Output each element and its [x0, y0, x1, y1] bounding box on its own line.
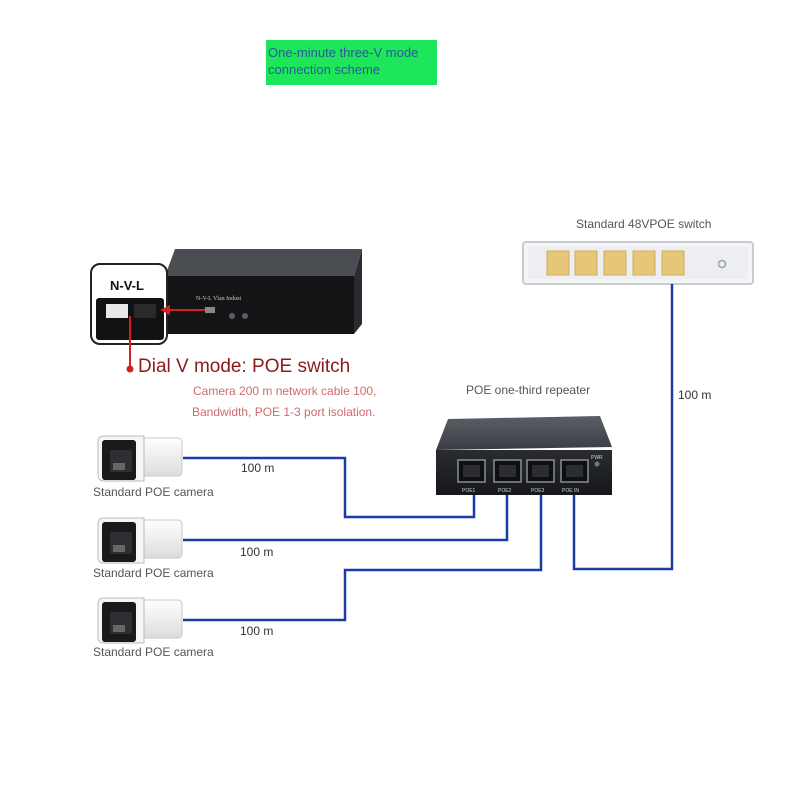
camera-3	[97, 597, 183, 644]
device-led-icon	[229, 313, 235, 319]
switch-48v-label: Standard 48VPOE switch	[576, 217, 712, 231]
poe-switch-48v	[522, 241, 754, 285]
camera-3-cable-label: 100 m	[240, 624, 274, 638]
red-pointer-arrows	[126, 305, 205, 373]
cables	[183, 284, 674, 622]
camera-1-cable	[183, 456, 476, 519]
port-label-poe3: POE3	[531, 488, 545, 494]
dial-device	[165, 249, 362, 334]
zoom-label: N-V-L	[110, 278, 144, 293]
camera-1-label: Standard POE camera	[93, 485, 214, 499]
dial-note-2: Bandwidth, POE 1-3 port isolation.	[192, 405, 376, 419]
title-line-1: One-minute three-V mode	[268, 45, 419, 60]
poe-repeater	[436, 416, 612, 495]
uplink-cable-label: 100 m	[678, 388, 712, 402]
uplink-cable	[572, 284, 674, 571]
camera-2-cable-label: 100 m	[240, 545, 274, 559]
pwr-led-icon	[594, 461, 600, 467]
camera-2-label: Standard POE camera	[93, 566, 214, 580]
power-led-icon	[717, 259, 727, 269]
title-banner: One-minute three-V mode connection schem…	[266, 40, 437, 85]
dial-switch-icon	[106, 304, 128, 318]
camera-1	[97, 435, 183, 482]
camera-3-label: Standard POE camera	[93, 645, 214, 659]
camera-2-cable	[183, 487, 509, 542]
camera-2	[97, 517, 183, 564]
camera-3-cable	[183, 487, 543, 622]
pwr-label: PWR	[591, 455, 603, 461]
camera-1-cable-label: 100 m	[241, 461, 275, 475]
switch-ports	[546, 250, 685, 276]
title-line-2: connection scheme	[268, 62, 381, 77]
port-label-poe1: POE1	[462, 488, 476, 494]
repeater-ports	[457, 459, 589, 483]
dial-note-1: Camera 200 m network cable 100,	[193, 384, 377, 398]
device-front-label: N-V-L Vlan Indust	[196, 296, 241, 302]
port-label-poe2: POE2	[498, 488, 512, 494]
port-label-poe-in: POE IN	[562, 488, 579, 494]
repeater-label: POE one-third repeater	[466, 383, 591, 397]
dial-mode-title: Dial V mode: POE switch	[138, 356, 351, 377]
